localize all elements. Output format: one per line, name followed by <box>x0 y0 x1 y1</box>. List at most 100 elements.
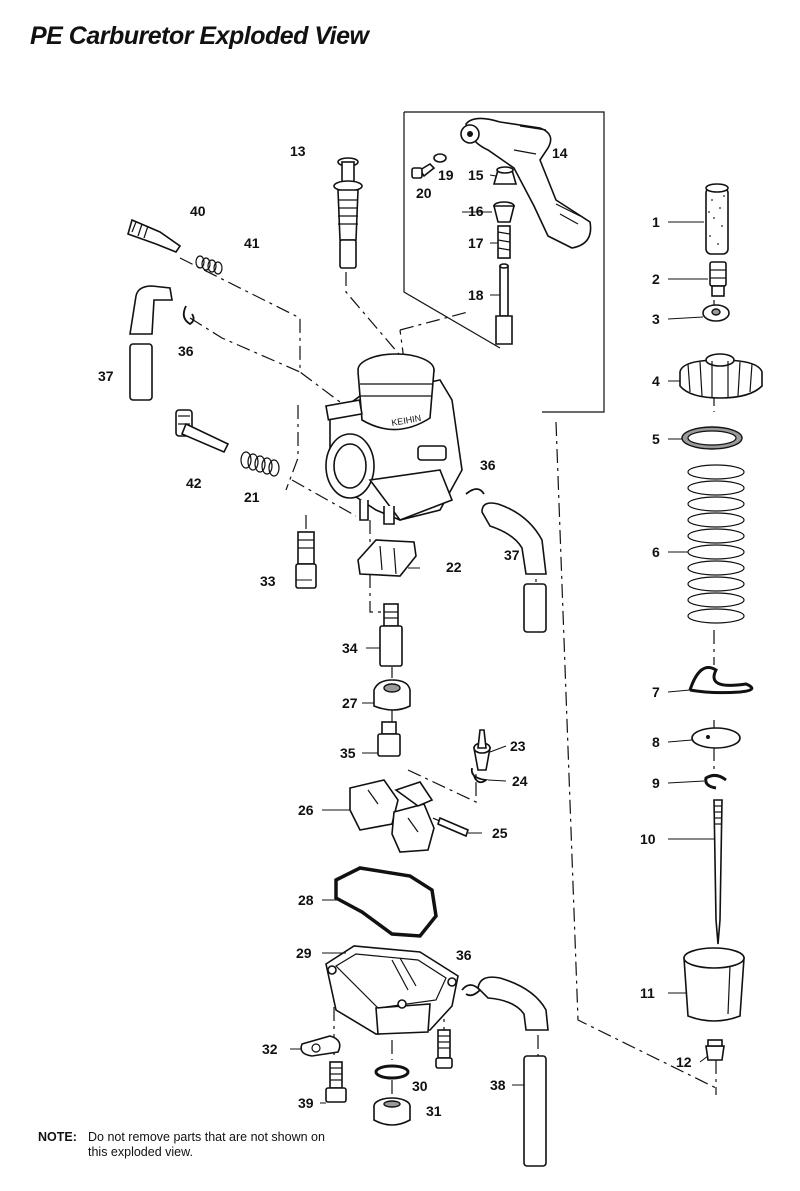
callout-36-middle: 36 <box>480 457 496 473</box>
part-19-washer <box>433 153 447 163</box>
callout-36-upper: 36 <box>178 343 194 359</box>
callout-7: 7 <box>652 684 660 700</box>
callout-32: 32 <box>262 1041 278 1057</box>
part-1-filter <box>705 183 729 255</box>
callout-10: 10 <box>640 831 656 847</box>
part-36-clip-lower <box>461 984 482 997</box>
part-18-plunger <box>495 263 513 345</box>
part-6-spring <box>687 464 745 624</box>
part-20-screw <box>411 162 436 179</box>
part-11-slide <box>683 947 745 1022</box>
callout-labels: 1 2 3 4 5 6 7 8 9 10 11 12 13 14 15 16 1… <box>98 143 692 1119</box>
callout-9: 9 <box>652 775 660 791</box>
part-bowl-screw <box>435 1029 453 1069</box>
leader-lines <box>290 174 714 1104</box>
part-25-float-pin <box>437 816 469 838</box>
callout-3: 3 <box>652 311 660 327</box>
part-27-holder <box>373 679 411 711</box>
carburetor-body: KEIHIN <box>325 353 463 525</box>
part-36-clip-upper <box>182 305 195 326</box>
callout-12: 12 <box>676 1054 692 1070</box>
part-37-hose-left <box>129 285 173 401</box>
part-41-spring <box>195 255 223 275</box>
callout-38: 38 <box>490 1077 506 1093</box>
part-15-cap <box>492 166 518 185</box>
part-36-clip-middle <box>465 488 485 495</box>
note-label: NOTE: <box>38 1130 77 1144</box>
callout-42: 42 <box>186 475 202 491</box>
part-30-oring <box>374 1064 410 1080</box>
part-4-cap <box>679 353 763 399</box>
part-37-hose-right <box>481 502 547 633</box>
callout-33: 33 <box>260 573 276 589</box>
part-21-spring <box>240 451 280 477</box>
callout-23: 23 <box>510 738 526 754</box>
callout-24: 24 <box>512 773 528 789</box>
part-31-drain-plug <box>373 1097 411 1126</box>
callout-30: 30 <box>412 1078 428 1094</box>
callout-40: 40 <box>190 203 206 219</box>
callout-37-left: 37 <box>98 368 114 384</box>
callout-1: 1 <box>652 214 660 230</box>
callout-17: 17 <box>468 235 484 251</box>
callout-15: 15 <box>468 167 484 183</box>
assembly-lines <box>179 111 717 1100</box>
callout-39: 39 <box>298 1095 314 1111</box>
part-13-cable-adjuster <box>333 157 363 269</box>
callout-21: 21 <box>244 489 260 505</box>
part-8-plate <box>691 727 741 749</box>
part-7-clip <box>688 666 754 695</box>
part-22-bracket <box>357 539 417 577</box>
part-16-holder <box>492 201 516 223</box>
part-42-idle-screw <box>175 409 230 454</box>
callout-19: 19 <box>438 167 454 183</box>
part-40-pilot-screw <box>127 218 182 253</box>
part-32-cable-guide <box>300 1035 341 1057</box>
callout-41: 41 <box>244 235 260 251</box>
callout-35: 35 <box>340 745 356 761</box>
callout-37-right: 37 <box>504 547 520 563</box>
callout-6: 6 <box>652 544 660 560</box>
callout-29: 29 <box>296 945 312 961</box>
callout-2: 2 <box>652 271 660 287</box>
note-text: Do not remove parts that are not shown o… <box>88 1130 325 1159</box>
note-block: NOTE: Do not remove parts that are not sh… <box>38 1130 328 1160</box>
part-33-starter-plunger <box>295 531 317 589</box>
part-17-spring <box>497 225 511 259</box>
part-26-float <box>349 779 435 853</box>
callout-11: 11 <box>640 985 655 1001</box>
callout-36-lower: 36 <box>456 947 472 963</box>
callout-27: 27 <box>342 695 358 711</box>
part-9-eclip <box>704 773 727 790</box>
part-35-main-jet <box>377 721 401 757</box>
part-3-nut <box>702 304 730 322</box>
callout-34: 34 <box>342 640 358 656</box>
callout-26: 26 <box>298 802 314 818</box>
diagram-title: PE Carburetor Exploded View <box>30 22 369 50</box>
part-38-drain-hose <box>477 976 549 1167</box>
part-34-needle-jet <box>379 603 403 667</box>
callout-14: 14 <box>552 145 568 161</box>
part-12-jet <box>705 1039 725 1061</box>
part-14-lever <box>460 117 592 249</box>
callout-16: 16 <box>468 203 484 219</box>
part-5-seal <box>681 426 743 450</box>
part-28-gasket <box>334 866 438 938</box>
part-29-float-bowl <box>325 945 459 1035</box>
callout-5: 5 <box>652 431 660 447</box>
part-10-needle <box>713 799 723 945</box>
callout-13: 13 <box>290 143 306 159</box>
part-2-adjuster <box>709 261 727 297</box>
callout-18: 18 <box>468 287 484 303</box>
callout-31: 31 <box>426 1103 442 1119</box>
callout-28: 28 <box>298 892 314 908</box>
callout-20: 20 <box>416 185 432 201</box>
callout-25: 25 <box>492 825 508 841</box>
callout-4: 4 <box>652 373 660 389</box>
part-39-screw <box>325 1061 347 1103</box>
part-24-clip <box>470 767 489 784</box>
part-23-float-valve <box>473 729 491 771</box>
callout-8: 8 <box>652 734 660 750</box>
callout-22: 22 <box>446 559 462 575</box>
